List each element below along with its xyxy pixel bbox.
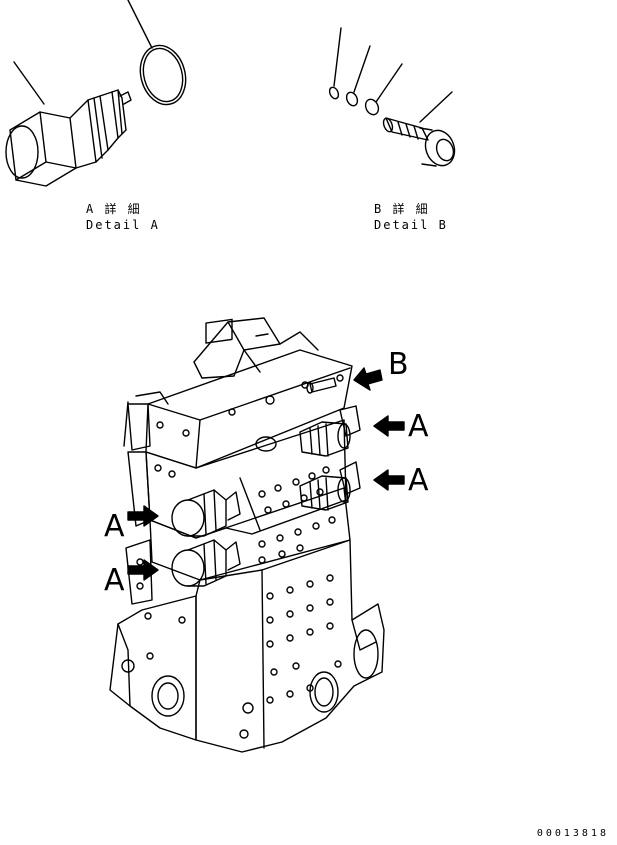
detail-b-cartridge-drawing [328,27,456,167]
arrow-a-left-lower [127,559,159,581]
arrow-b [353,367,383,391]
body-solenoid-lower [171,539,241,587]
arrow-a-left-upper [127,505,159,527]
callout-b: B [388,347,409,382]
detail-b-en-label: Detail B [374,218,448,232]
document-number: 00013818 [536,828,609,839]
body-cartridge-b [306,377,337,394]
detail-b-jp-label: B 詳 細 [374,202,430,216]
body-solenoid-upper [171,489,241,537]
control-valve-assembly [109,317,385,753]
callout-a-left-upper: A [104,509,125,544]
callout-a-right-upper: A [408,409,429,444]
detail-a-solenoid-drawing [5,0,187,187]
body-cartridge-upper [299,421,351,457]
callout-a-left-lower: A [104,563,125,598]
detail-a-en-label: Detail A [86,218,160,232]
callout-a-right-lower: A [408,463,429,498]
body-cartridge-lower [299,475,351,511]
arrow-a-right-lower [373,469,405,491]
detail-a-jp-label: A 詳 細 [86,202,142,216]
arrow-a-right-upper [373,415,405,437]
